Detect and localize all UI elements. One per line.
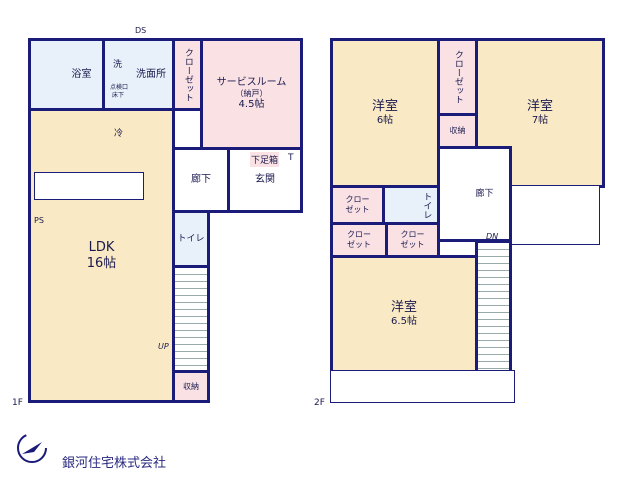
company-logo bbox=[14, 430, 50, 466]
closet-1f: クローゼット bbox=[172, 38, 203, 111]
underfloor-label: 床下 bbox=[112, 92, 125, 99]
floor-1-label: 1F bbox=[12, 398, 23, 408]
washer-label: 洗 bbox=[113, 60, 123, 70]
shoe-box: 下足箱 bbox=[250, 152, 280, 167]
closet-2f-b: クローゼット bbox=[330, 185, 385, 225]
service-room: サービスルーム（納戸）4.5帖 bbox=[200, 38, 303, 150]
hallway-1f: 廊下 bbox=[172, 147, 230, 213]
storage-2f: 収納 bbox=[437, 113, 478, 149]
kitchen-counter bbox=[34, 172, 144, 200]
storage-1f: 収納 bbox=[172, 370, 210, 403]
balcony-bottom bbox=[330, 370, 515, 403]
toilet-1f: トイレ bbox=[172, 210, 210, 268]
closet-2f-c: クローゼット bbox=[330, 222, 388, 258]
closet-2f-d: クローゼット bbox=[385, 222, 440, 258]
stairs-2f bbox=[475, 240, 512, 373]
dn-label: DN bbox=[486, 232, 499, 241]
ds-label: DS bbox=[135, 26, 147, 35]
toilet-2f: トイレ bbox=[382, 185, 440, 225]
floor-2-label: 2F bbox=[314, 398, 325, 408]
t-label: T bbox=[288, 153, 294, 163]
company-name: 銀河住宅株式会社 bbox=[62, 456, 167, 471]
ps-label: PS bbox=[34, 216, 44, 225]
up-label: UP bbox=[158, 342, 169, 351]
bathroom: 浴室 bbox=[28, 38, 105, 111]
fridge-label: 冷 bbox=[114, 129, 124, 139]
stairs-1f bbox=[172, 265, 210, 373]
hallway-2f: 廊下 bbox=[437, 146, 512, 242]
inspection-label: 点検口 bbox=[110, 84, 129, 91]
washroom: 洗面所 bbox=[102, 38, 175, 111]
galaxy-logo-icon bbox=[17, 433, 47, 463]
closet-2f-a: クローゼット bbox=[437, 38, 478, 116]
